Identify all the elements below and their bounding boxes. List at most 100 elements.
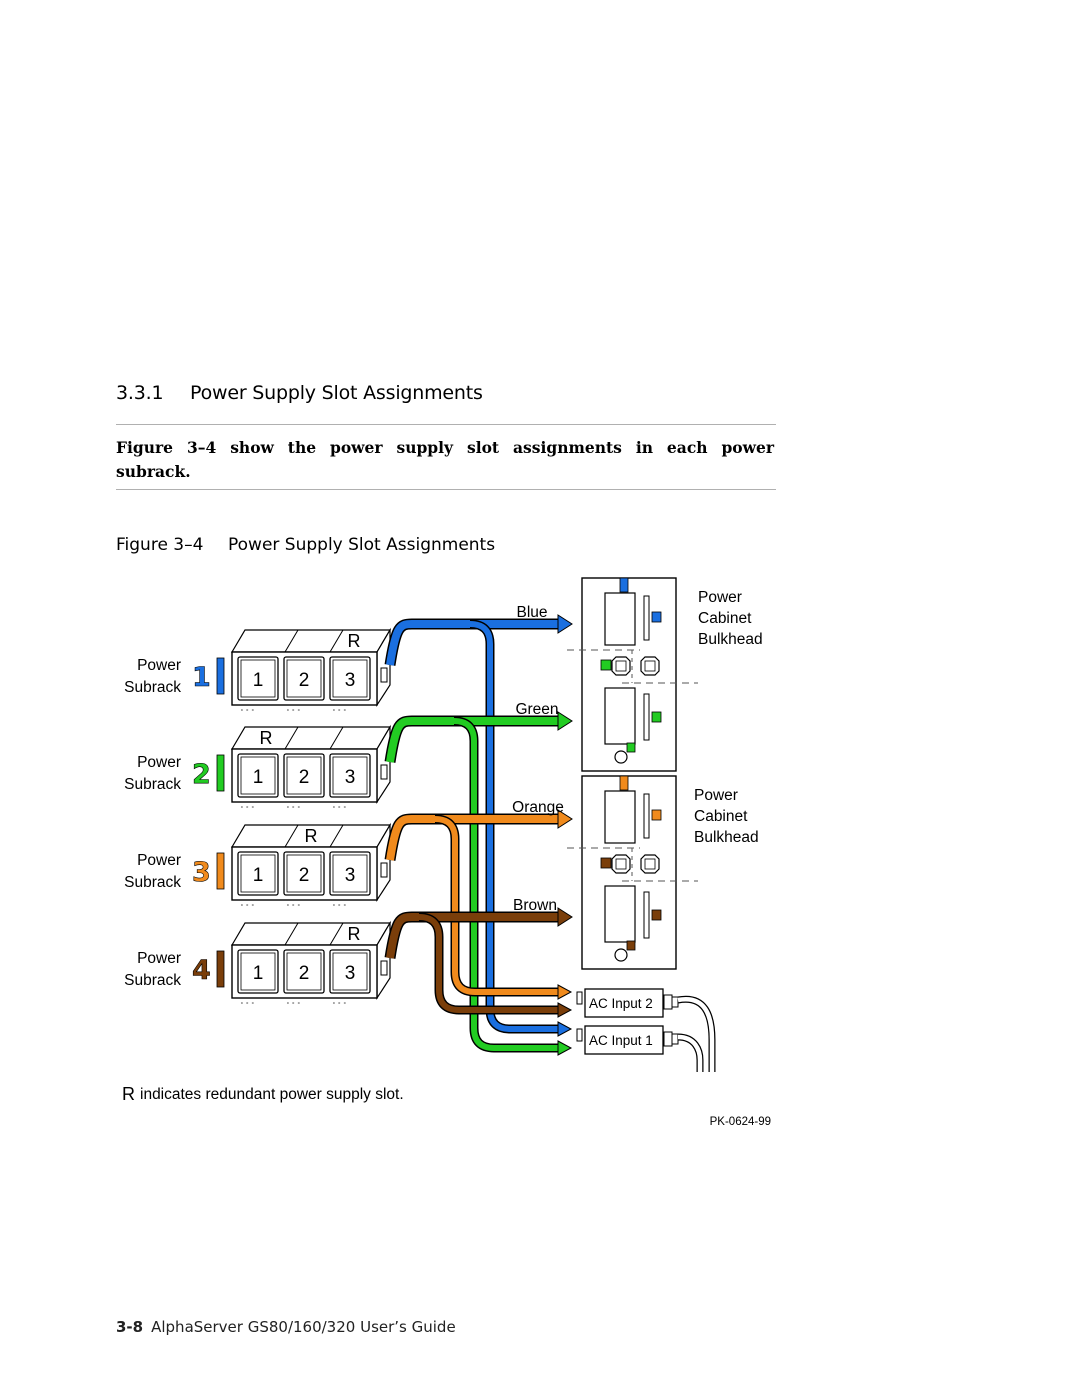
supply-slot bbox=[643, 793, 650, 839]
slot-number: 1 bbox=[253, 865, 264, 886]
cable-green bbox=[384, 711, 573, 1056]
ground-hole bbox=[614, 750, 628, 764]
subrack-divider bbox=[329, 824, 344, 848]
slot-2-frame bbox=[283, 949, 325, 994]
cable-core bbox=[386, 913, 560, 959]
bulkhead-label-power: Power bbox=[694, 787, 738, 804]
section-number: 3.3.1 bbox=[116, 382, 164, 404]
cable-core bbox=[469, 621, 560, 1032]
connector-tab bbox=[600, 659, 612, 671]
ac-plug bbox=[663, 1031, 673, 1047]
ac-input-box bbox=[584, 1025, 664, 1055]
subrack-divider bbox=[284, 824, 299, 848]
connector-tab bbox=[600, 857, 612, 869]
slot-marks: ∘ ∘ ∘ bbox=[286, 805, 301, 811]
slot-1-frame bbox=[237, 949, 279, 994]
bulkhead-label-bulkhead: Bulkhead bbox=[694, 829, 759, 846]
ac-plug bbox=[671, 996, 679, 1008]
bulkhead-label-cabinet: Cabinet bbox=[694, 808, 748, 825]
slot-1-inner bbox=[240, 854, 276, 893]
supply-slot bbox=[643, 891, 650, 939]
slot-3-inner bbox=[332, 854, 368, 893]
figure-caption: Figure 3–4 Power Supply Slot Assignments bbox=[116, 535, 495, 555]
slot-marks: ∘ ∘ ∘ bbox=[332, 1001, 347, 1007]
ac-input-1: AC Input 1 bbox=[576, 1025, 679, 1055]
socket-inner bbox=[615, 858, 627, 870]
figure-title: Power Supply Slot Assignments bbox=[228, 535, 496, 555]
power-cord bbox=[677, 1033, 704, 1072]
subrack-connector bbox=[380, 764, 388, 780]
ac-plug bbox=[663, 994, 673, 1010]
connector-tab bbox=[626, 940, 636, 951]
subrack-connector bbox=[380, 960, 388, 976]
bulkhead-label-power: Power bbox=[698, 589, 742, 606]
subrack-color-bar bbox=[216, 754, 225, 792]
cable-color-label: Brown bbox=[513, 897, 557, 914]
slot-marks: ∘ ∘ ∘ bbox=[240, 1001, 255, 1007]
socket bbox=[640, 656, 660, 676]
slot-2-frame bbox=[283, 656, 325, 701]
slot-3-inner bbox=[332, 756, 368, 795]
ac-input-label: AC Input 2 bbox=[589, 996, 653, 1011]
cable-color-label: Green bbox=[515, 701, 558, 718]
power-label: Power bbox=[137, 657, 181, 674]
subrack-top bbox=[230, 726, 392, 750]
subrack-divider bbox=[329, 922, 344, 946]
subrack-connector bbox=[380, 667, 388, 683]
slot-marks: ∘ ∘ ∘ bbox=[286, 708, 301, 714]
subrack-color-bar bbox=[216, 657, 225, 695]
power-cord bbox=[677, 996, 715, 1072]
slot-1-frame bbox=[237, 753, 279, 798]
subrack-top bbox=[230, 922, 392, 946]
ac-input-label: AC Input 1 bbox=[589, 1033, 653, 1048]
slot-3-inner bbox=[332, 659, 368, 698]
cable-color-label: Blue bbox=[516, 604, 547, 621]
cable-core bbox=[386, 717, 560, 763]
slot-2-inner bbox=[286, 854, 322, 893]
socket-inner bbox=[644, 858, 656, 870]
cable-brown bbox=[384, 907, 573, 1018]
figure-label: Figure 3–4 bbox=[116, 535, 204, 555]
redundant-slot-label: R bbox=[348, 924, 361, 944]
bottom-rule bbox=[116, 489, 776, 490]
slot-3-frame bbox=[329, 753, 371, 798]
cable-outline bbox=[384, 618, 560, 666]
subrack-top bbox=[230, 629, 392, 653]
socket-inner bbox=[644, 660, 656, 672]
supply-box bbox=[604, 790, 636, 844]
supply-box bbox=[604, 592, 636, 646]
slot-1-frame bbox=[237, 851, 279, 896]
subrack-number: 3 bbox=[192, 857, 211, 888]
slot-number: 3 bbox=[345, 865, 356, 886]
socket bbox=[611, 656, 631, 676]
slot-3-frame bbox=[329, 851, 371, 896]
subrack-color-bar bbox=[216, 950, 225, 988]
slot-number: 1 bbox=[253, 963, 264, 984]
figure-id: PK-0624-99 bbox=[710, 1116, 771, 1128]
subrack-label: Subrack bbox=[124, 776, 181, 793]
slot-marks: ∘ ∘ ∘ bbox=[332, 903, 347, 909]
subrack-label: Subrack bbox=[124, 679, 181, 696]
slot-1-inner bbox=[240, 952, 276, 991]
subrack-number: 2 bbox=[192, 759, 211, 790]
slot-number: 3 bbox=[345, 963, 356, 984]
slot-1-frame bbox=[237, 656, 279, 701]
subrack-label: Subrack bbox=[124, 972, 181, 989]
subrack-divider bbox=[329, 629, 344, 653]
ac-input-tab bbox=[576, 991, 583, 1005]
connector-tab bbox=[626, 742, 636, 753]
subrack-divider bbox=[284, 726, 299, 750]
cable-arrowhead bbox=[557, 711, 573, 731]
cable-arrowhead bbox=[557, 1002, 573, 1018]
power-cord bbox=[677, 1034, 703, 1072]
supply-slot bbox=[643, 693, 650, 741]
connector-tab bbox=[651, 809, 662, 821]
slot-marks: ∘ ∘ ∘ bbox=[240, 708, 255, 714]
subrack-label: Subrack bbox=[124, 874, 181, 891]
connector-tab bbox=[651, 711, 662, 723]
